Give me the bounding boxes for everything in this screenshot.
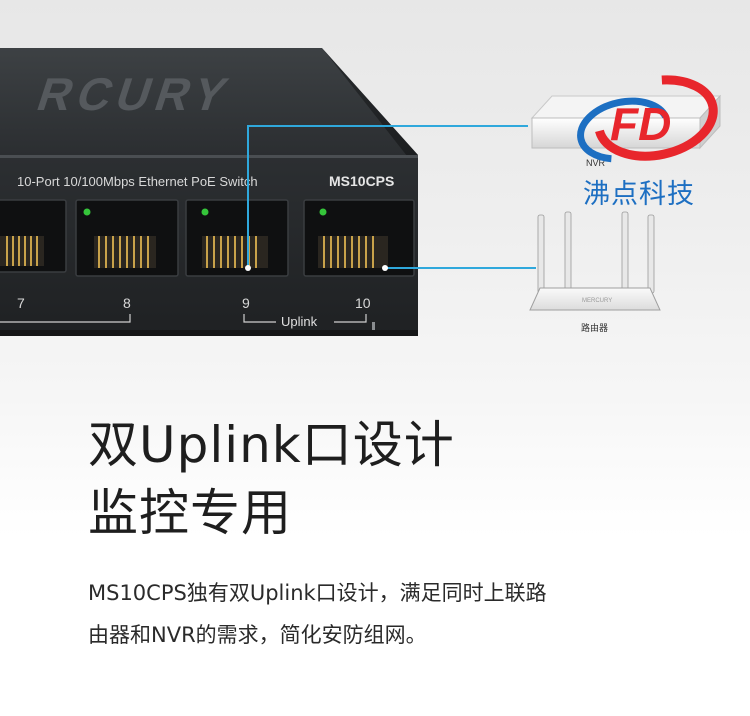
port-6-partial [0, 199, 67, 273]
router-antenna-4 [647, 214, 655, 294]
company-logo: FD [577, 75, 718, 163]
port-8 [75, 199, 179, 277]
logo-red-swoosh [594, 75, 718, 161]
router-antenna-3 [621, 211, 629, 293]
port-8-led [83, 208, 91, 216]
port-label-9: 9 [242, 295, 250, 311]
port-8-pins [98, 236, 149, 268]
uplink-bracket [243, 314, 367, 323]
uplink-label: Uplink [281, 314, 318, 329]
connection-lines [247, 125, 536, 269]
logo-letters: FD [610, 98, 671, 150]
port-group-bracket-left [0, 314, 131, 323]
headline-line-1: 双Uplink口设计 [88, 416, 455, 474]
port-9 [185, 199, 289, 277]
switch-device: RCURY 10-Port 10/100Mbps Ethernet PoE Sw… [0, 48, 418, 336]
port-9-led [201, 208, 209, 216]
port-10 [303, 199, 415, 277]
port-6-pins [6, 236, 38, 266]
port-label-10: 10 [355, 295, 371, 311]
logo-blue-swoosh [577, 97, 671, 163]
port-10-pins [323, 236, 374, 268]
router-label: 路由器 [581, 322, 608, 334]
nvr-label: NVR [586, 158, 606, 168]
switch-top-panel [0, 48, 418, 155]
port-label-8: 8 [123, 295, 131, 311]
nvr-connection-line [247, 125, 528, 268]
switch-model-description: 10-Port 10/100Mbps Ethernet PoE Switch [17, 174, 258, 189]
switch-front-edge [0, 155, 418, 158]
switch-brand-emboss: RCURY [31, 69, 240, 121]
port-10-led [319, 208, 327, 216]
description-line-2: 由器和NVR的需求，简化安防组网。 [88, 623, 427, 647]
description-line-1: MS10CPS独有双Uplink口设计，满足同时上联路 [88, 581, 547, 605]
company-name-watermark: 沸点科技 [583, 179, 695, 210]
router-antenna-2 [564, 211, 572, 293]
nvr-line-endpoint [245, 265, 251, 271]
switch-screw [372, 322, 375, 330]
router-body [529, 287, 661, 311]
headline-line-2: 监控专用 [88, 484, 292, 542]
switch-model-name: MS10CPS [329, 173, 394, 189]
router-brand: MERCURY [582, 298, 612, 304]
switch-bottom-edge [0, 330, 418, 336]
router-device: MERCURY 路由器 [529, 211, 661, 334]
router-antenna-1 [537, 214, 545, 294]
router-line-endpoint [382, 265, 388, 271]
port-label-7: 7 [17, 295, 25, 311]
